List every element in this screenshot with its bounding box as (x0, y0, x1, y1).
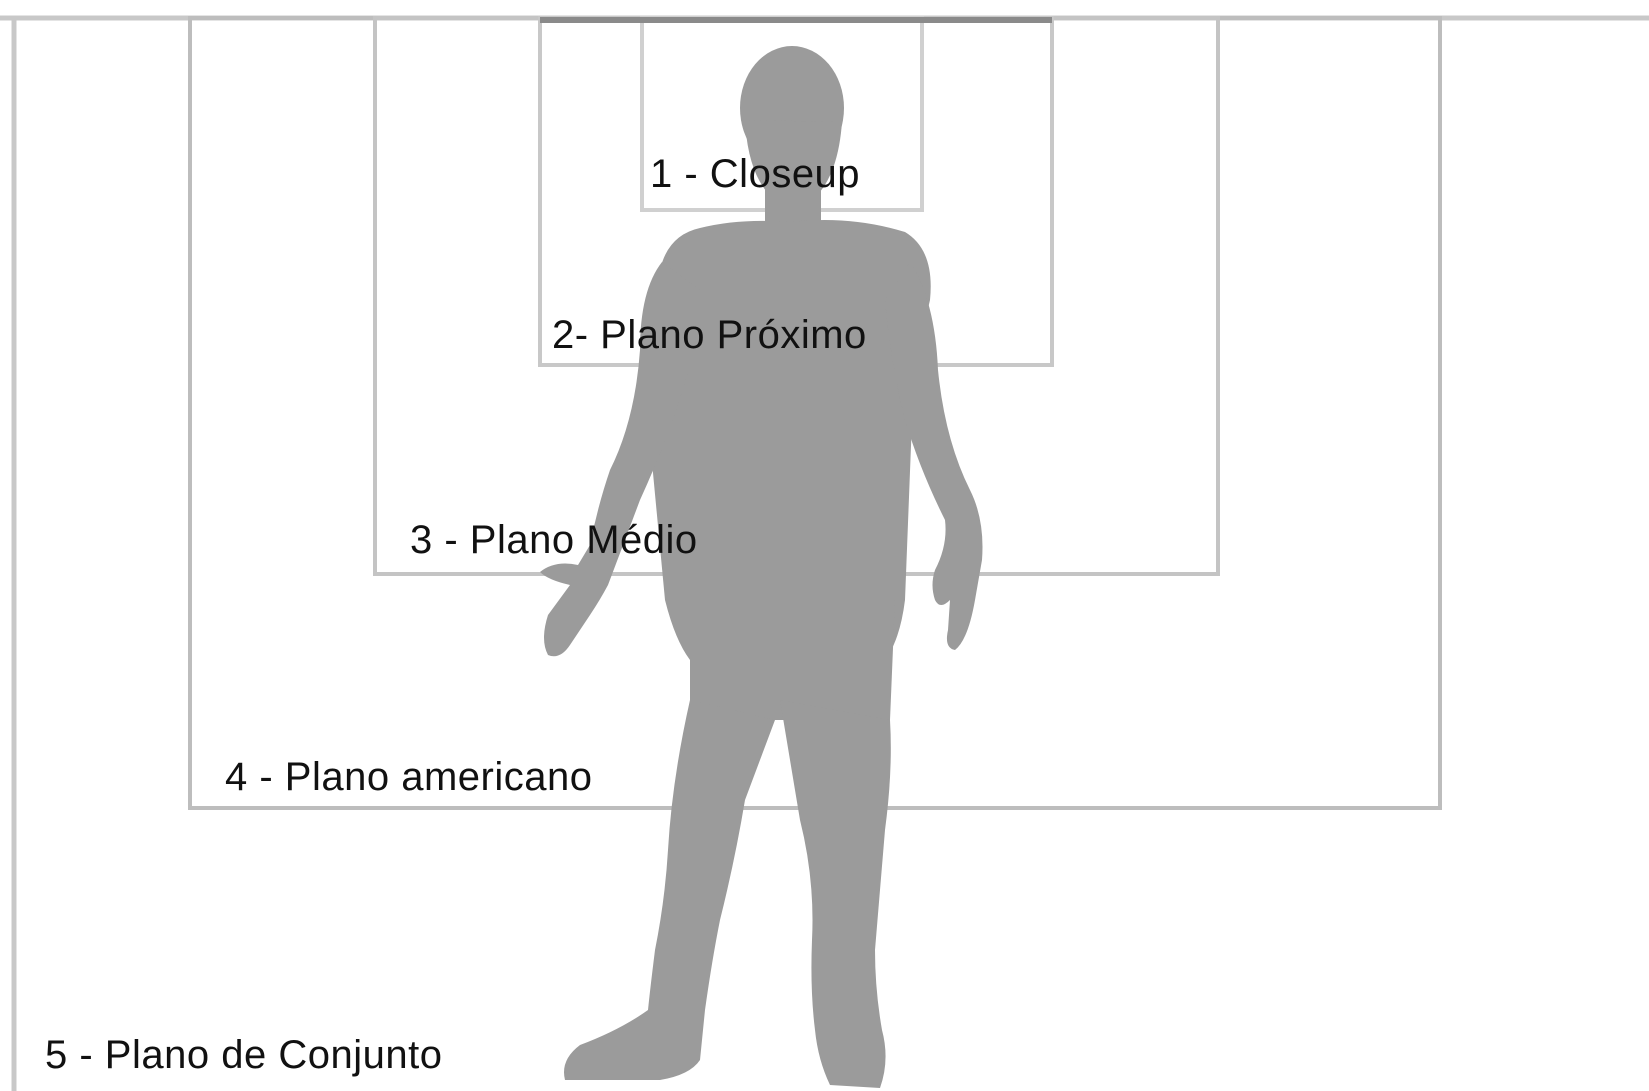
label-plano-americano: 4 - Plano americano (225, 755, 592, 799)
label-plano-de-conjunto: 5 - Plano de Conjunto (45, 1033, 442, 1077)
label-closeup: 1 - Closeup (650, 152, 860, 196)
human-silhouette-icon (540, 46, 983, 1088)
label-plano-medio: 3 - Plano Médio (410, 518, 698, 562)
label-plano-proximo: 2- Plano Próximo (552, 313, 867, 357)
